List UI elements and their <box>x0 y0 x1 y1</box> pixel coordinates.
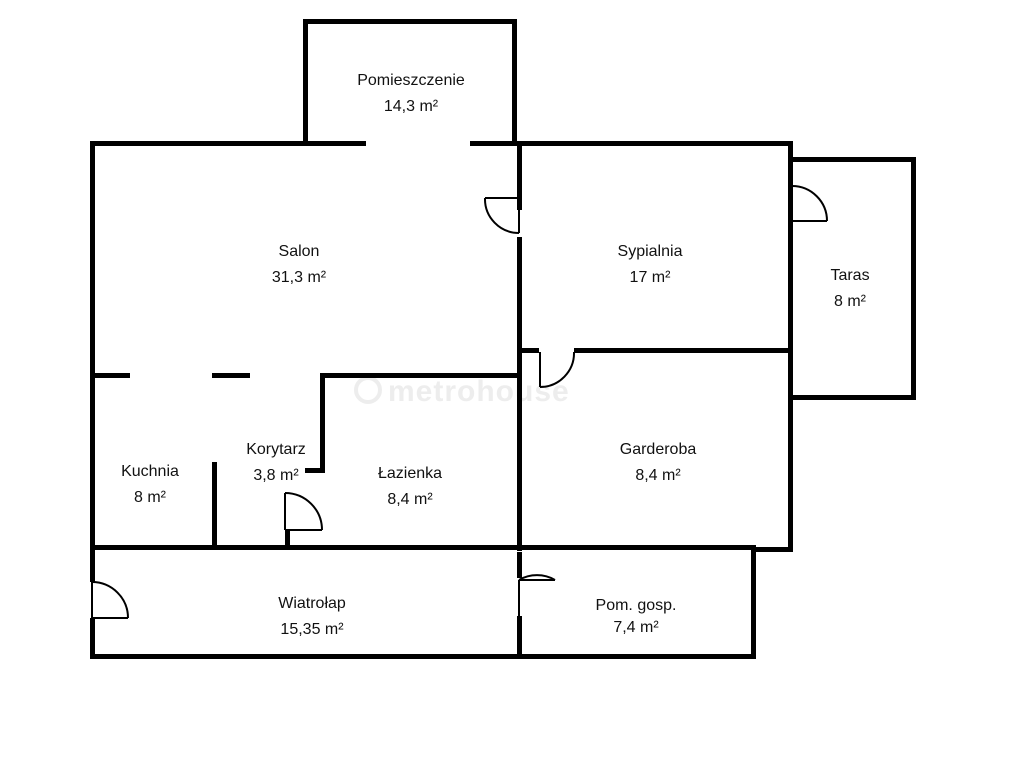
wall-pomieszczenie-right <box>512 19 517 145</box>
room-name: Taras <box>830 267 870 284</box>
door-salon-sypialnia <box>483 197 520 234</box>
wall-right-sypialnia <box>788 141 793 552</box>
wall-left-outer <box>90 141 95 659</box>
door-pom-gosp <box>518 574 556 616</box>
room-name: Pomieszczenie <box>357 72 465 89</box>
room-area: 14,3 m² <box>383 98 439 115</box>
wall-kuchnia-korytarz <box>212 462 217 548</box>
room-area: 7,4 m² <box>613 619 659 636</box>
wall-wiatrolap-top <box>90 545 285 550</box>
wall-sypialnia-garderoba-a <box>517 348 539 353</box>
room-area: 8,4 m² <box>635 467 681 484</box>
wall-pomieszczenie-left <box>303 19 308 145</box>
wall-salon-kuchnia-b <box>212 373 250 378</box>
door-garderoba <box>539 351 576 388</box>
room-area: 8 m² <box>834 293 866 310</box>
room-korytarz: Korytarz 3,8 m² <box>246 437 306 489</box>
wall-center-bottom-2 <box>517 616 522 659</box>
wall-center-lower <box>517 237 522 551</box>
room-name: Kuchnia <box>121 463 179 480</box>
door-lazienka <box>284 492 323 531</box>
wall-taras-bottom <box>788 395 916 400</box>
room-area: 17 m² <box>629 269 671 286</box>
wall-salon-kuchnia-a <box>90 373 130 378</box>
wall-top-right <box>470 141 793 146</box>
room-garderoba: Garderoba 8,4 m² <box>620 437 697 489</box>
wall-bottom-outer <box>90 654 756 659</box>
room-name: Łazienka <box>377 465 443 482</box>
wall-taras-right <box>911 157 916 400</box>
watermark-text: metrohouse <box>388 375 570 408</box>
wall-sypialnia-garderoba-b <box>574 348 793 353</box>
room-name: Sypialnia <box>617 243 683 260</box>
room-area: 31,3 m² <box>271 269 327 286</box>
room-name: Salon <box>278 243 320 260</box>
wall-pomieszczenie-top <box>303 19 517 24</box>
room-name: Wiatrołap <box>278 595 346 612</box>
room-pomieszczenie: Pomieszczenie 14,3 m² <box>357 68 465 120</box>
walls <box>90 19 916 659</box>
room-name: Korytarz <box>246 441 306 458</box>
door-sypialnia-taras <box>791 185 828 222</box>
room-name: Pom. gosp. <box>595 597 677 614</box>
door-wiatrolap <box>91 581 129 619</box>
wall-garderoba-bottom <box>751 547 793 552</box>
wall-center-bottom <box>517 552 522 578</box>
room-kuchnia: Kuchnia 8 m² <box>121 459 179 511</box>
room-salon: Salon 31,3 m² <box>272 239 326 291</box>
room-area: 8,4 m² <box>387 491 433 508</box>
room-name: Garderoba <box>619 441 697 458</box>
room-lazienka: Łazienka 8,4 m² <box>378 461 442 513</box>
wall-right-pom-gosp <box>751 547 756 659</box>
wall-wiatrolap-top-2 <box>285 545 756 550</box>
wall-lazienka-door-jamb <box>285 530 290 550</box>
wall-center-upper <box>517 141 522 210</box>
wall-lazienka-top <box>320 373 522 378</box>
wall-taras-top <box>788 157 916 162</box>
watermark: metrohouse <box>354 375 570 409</box>
room-pom-gosp: Pom. gosp. 7,4 m² <box>596 595 677 639</box>
wall-korytarz-stub <box>305 468 325 473</box>
doors <box>91 185 828 619</box>
room-area: 8 m² <box>133 489 166 506</box>
room-area: 15,35 m² <box>280 621 344 638</box>
wall-korytarz-lazienka <box>320 373 325 473</box>
room-taras: Taras 8 m² <box>830 263 869 315</box>
wall-top-left <box>90 141 366 146</box>
room-wiatrolap: Wiatrołap 15,35 m² <box>278 591 346 643</box>
room-area: 3,8 m² <box>253 467 299 484</box>
room-sypialnia: Sypialnia 17 m² <box>618 239 683 291</box>
